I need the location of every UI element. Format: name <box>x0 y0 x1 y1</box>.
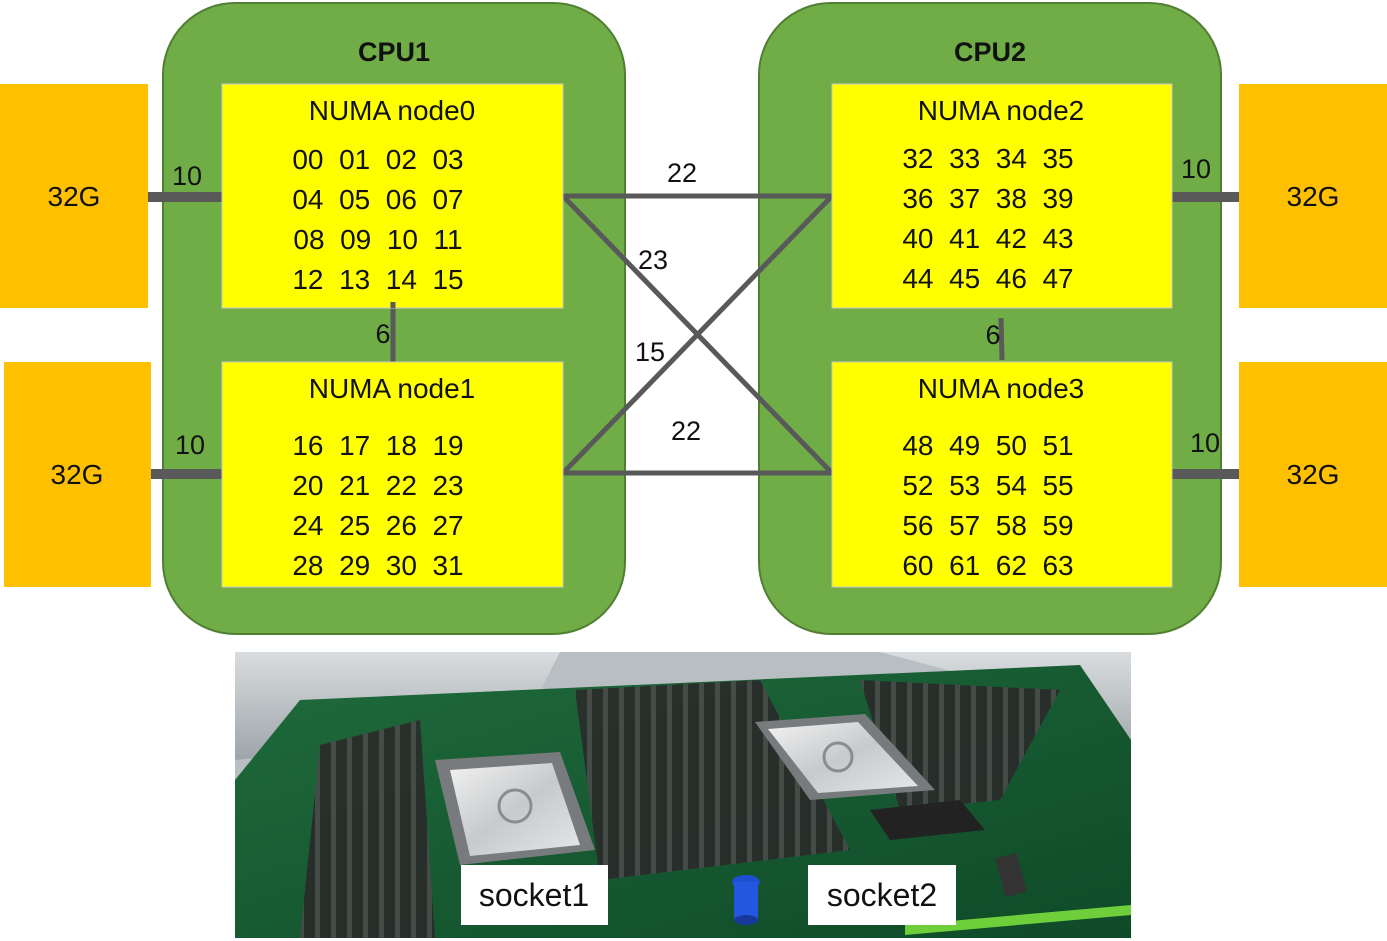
node3-core-row: 52 53 54 55 <box>902 470 1073 501</box>
memory-distance-node3: 10 <box>1190 428 1220 458</box>
numa-node1-box <box>221 361 564 588</box>
distance-node0-node2: 22 <box>667 158 697 188</box>
numa-node0-title: NUMA node0 <box>309 95 476 126</box>
socket2-label-box <box>808 865 956 925</box>
numa-node2-box <box>831 83 1173 309</box>
node1-core-row: 28 29 30 31 <box>292 550 463 581</box>
distance-node2-node3: 6 <box>985 320 1000 350</box>
numa-node3-box <box>831 361 1173 588</box>
memory-block-node1 <box>4 362 151 587</box>
node2-core-row: 36 37 38 39 <box>902 183 1073 214</box>
link-node1-node2 <box>561 194 834 475</box>
node2-core-row: 40 41 42 43 <box>902 223 1073 254</box>
socket2-label: socket2 <box>827 877 937 913</box>
distance-node1-node2: 15 <box>635 337 665 367</box>
distance-node1-node3: 22 <box>671 416 701 446</box>
memory-block-node2 <box>1239 84 1387 308</box>
cpu2-title: CPU2 <box>954 37 1026 67</box>
socket1-label: socket1 <box>479 877 589 913</box>
node0-core-row: 04 05 06 07 <box>292 184 463 215</box>
distance-node0-node1: 6 <box>375 319 390 349</box>
link-node2-node3 <box>998 317 1005 361</box>
memory-size-node1: 32G <box>51 459 104 490</box>
memory-block-node0 <box>0 84 148 308</box>
node2-core-row: 32 33 34 35 <box>902 143 1073 174</box>
node2-core-row: 44 45 46 47 <box>902 263 1073 294</box>
node1-core-row: 24 25 26 27 <box>292 510 463 541</box>
node1-core-row: 16 17 18 19 <box>292 430 463 461</box>
memory-size-node0: 32G <box>48 181 101 212</box>
node0-core-row: 08 09 10 11 <box>293 224 462 255</box>
memory-distance-node1: 10 <box>175 430 205 460</box>
memory-size-node3: 32G <box>1287 459 1340 490</box>
memory-distance-node2: 10 <box>1181 154 1211 184</box>
socket1-label-box <box>461 865 608 925</box>
numa-node1-title: NUMA node1 <box>309 373 476 404</box>
node3-core-row: 56 57 58 59 <box>902 510 1073 541</box>
memory-distance-node0: 10 <box>172 161 202 191</box>
memory-size-node2: 32G <box>1287 181 1340 212</box>
node1-core-row: 20 21 22 23 <box>292 470 463 501</box>
node0-core-row: 12 13 14 15 <box>292 264 463 295</box>
numa-node2-title: NUMA node2 <box>918 95 1085 126</box>
motherboard-photo <box>235 652 1131 938</box>
distance-node0-node3: 23 <box>638 245 668 275</box>
cpu1-title: CPU1 <box>358 37 430 67</box>
node0-core-row: 00 01 02 03 <box>292 144 463 175</box>
node3-core-row: 48 49 50 51 <box>902 430 1073 461</box>
numa-node3-title: NUMA node3 <box>918 373 1085 404</box>
memory-block-node3 <box>1239 362 1387 587</box>
node3-core-row: 60 61 62 63 <box>902 550 1073 581</box>
numa-node0-box <box>221 83 564 309</box>
